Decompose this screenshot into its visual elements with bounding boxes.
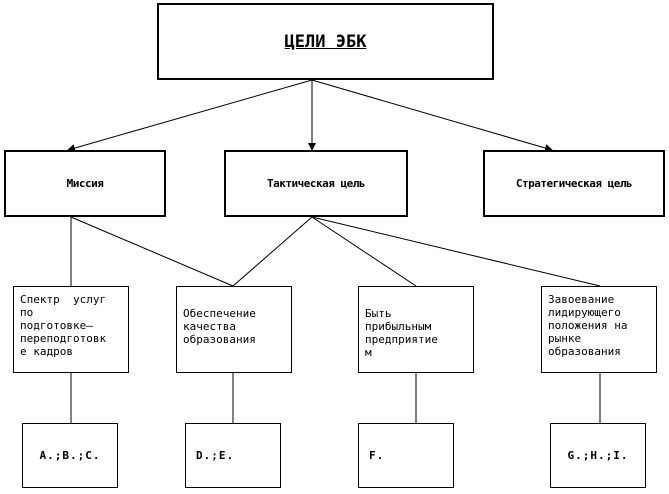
edge-tactical-to-goal3 — [311, 216, 417, 287]
mission-node: Миссия — [4, 150, 166, 217]
strategic-goal-node: Стратегическая цель — [483, 150, 665, 217]
goal-node-services: Спектр услуг по подготовке– переподготов… — [13, 286, 129, 373]
root-title: ЦЕЛИ ЭБК — [284, 31, 367, 52]
edge-tactical-to-goal2 — [232, 216, 313, 287]
code-node-ghi: G.;Н.;I. — [550, 423, 646, 488]
root-node: ЦЕЛИ ЭБК — [157, 3, 494, 80]
code-label-f: F. — [369, 449, 385, 462]
strategic-goal-label: Стратегическая цель — [515, 177, 633, 190]
code-label-de: D.;Е. — [196, 449, 235, 462]
goal-node-leadership: Завоевание лидирующего положения на рынк… — [541, 286, 657, 373]
goal-node-quality: Обеспечение качества образования — [176, 286, 292, 373]
goal-text-quality: Обеспечение качества образования — [183, 307, 256, 346]
goal-text-services: Спектр услуг по подготовке– переподготов… — [20, 293, 107, 358]
edge-root-to-mission — [67, 79, 313, 152]
tactical-goal-node: Тактическая цель — [224, 150, 408, 217]
edge-root-to-strategic — [311, 79, 553, 152]
goal-text-profit: Быть прибыльным предприятие м — [365, 307, 438, 359]
mission-label: Миссия — [66, 177, 104, 190]
goal-node-profit: Быть прибыльным предприятие м — [358, 286, 474, 373]
code-node-f: F. — [358, 423, 454, 488]
tactical-goal-label: Тактическая цель — [267, 177, 365, 190]
code-label-ghi: G.;Н.;I. — [567, 449, 629, 462]
code-label-abc: А.;В.;С. — [39, 449, 101, 462]
code-node-de: D.;Е. — [185, 423, 281, 488]
goal-text-leadership: Завоевание лидирующего положения на рынк… — [548, 293, 628, 358]
edge-mission-to-goal2 — [70, 216, 234, 287]
edge-tactical-to-goal4 — [311, 216, 601, 287]
code-node-abc: А.;В.;С. — [22, 423, 118, 488]
